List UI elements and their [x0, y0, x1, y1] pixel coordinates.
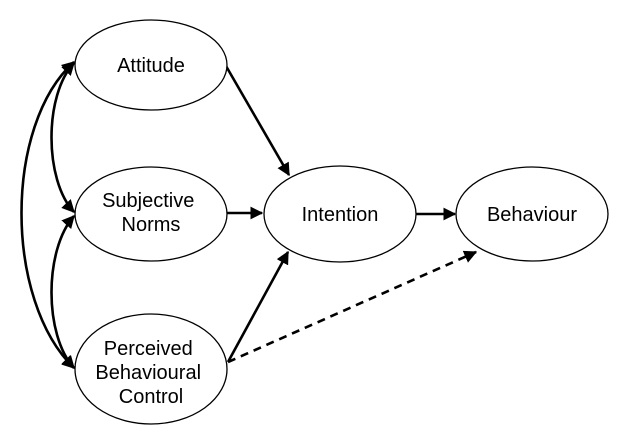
- edge-pbc-to-behaviour-dashed: [227, 250, 478, 364]
- pbc-line-2: Behavioural: [95, 362, 201, 384]
- node-subjective-norms: Subjective Norms: [74, 166, 228, 262]
- behaviour-ellipse: [455, 166, 609, 262]
- intention-label: Intention: [302, 204, 379, 226]
- attitude-ellipse: [74, 19, 228, 111]
- node-perceived-behavioural-control: Perceived Behavioural Control: [74, 313, 228, 425]
- attitude-label: Attitude: [117, 55, 185, 77]
- pbc-label: Perceived Behavioural Control: [95, 338, 206, 408]
- edge-attitude-to-intention: [224, 65, 291, 177]
- subjective-norms-line-2: Norms: [122, 214, 181, 236]
- pbc-line-1: Perceived: [104, 338, 193, 360]
- pbc-ellipse: [74, 313, 228, 425]
- node-intention: Intention: [263, 165, 417, 263]
- node-attitude: Attitude: [74, 19, 228, 111]
- behaviour-label: Behaviour: [487, 204, 577, 226]
- node-behaviour: Behaviour: [455, 166, 609, 262]
- subjective-norms-line-1: Subjective: [102, 190, 194, 212]
- edges: [20, 61, 478, 369]
- subjective-norms-label: Subjective Norms: [102, 190, 200, 236]
- edge-pbc-to-intention: [226, 250, 290, 363]
- correlation-attitude-pbc: [20, 61, 75, 369]
- subjective-norms-ellipse: [74, 166, 228, 262]
- intention-ellipse: [263, 165, 417, 263]
- pbc-line-3: Control: [119, 386, 183, 408]
